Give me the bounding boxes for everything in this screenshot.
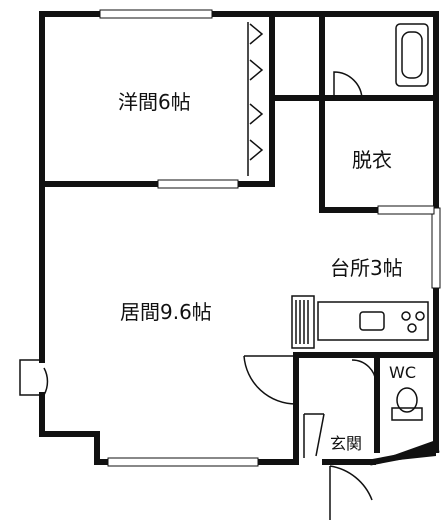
living-door: [243, 355, 297, 405]
window-western-room: [157, 179, 239, 189]
room-label-kitchen: 台所3帖: [330, 256, 403, 280]
interior-walls: [39, 11, 439, 465]
window-dressing: [377, 205, 435, 215]
entrance-features: [303, 413, 436, 520]
room-label-wc: WC: [389, 363, 416, 382]
bathroom-door: [333, 71, 363, 101]
window-right: [431, 207, 441, 289]
window-top: [99, 9, 213, 19]
balcony-door: [19, 359, 49, 396]
bathtub: [395, 23, 429, 87]
room-label-entrance: 玄関: [330, 434, 363, 453]
windows: [99, 9, 441, 467]
kitchen-counter: [291, 295, 429, 349]
room-label-living: 居間9.6帖: [120, 300, 212, 324]
room-label-western: 洋間6帖: [118, 90, 191, 114]
window-living-room: [107, 457, 259, 467]
closet-doors: [247, 22, 264, 176]
room-label-dressing: 脱衣: [352, 148, 392, 172]
wc-fixtures: [351, 359, 423, 421]
